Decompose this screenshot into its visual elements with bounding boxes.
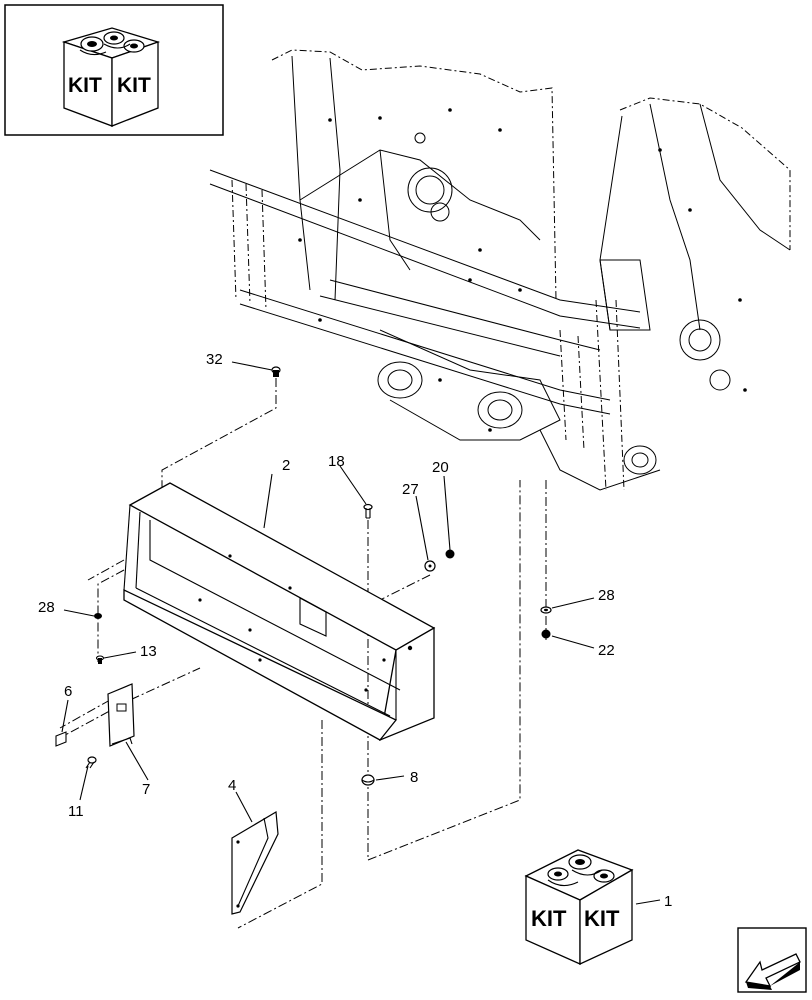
callout-32: 32 xyxy=(206,351,223,368)
kit-label-right-large: KIT xyxy=(584,906,620,931)
callout-4: 4 xyxy=(228,777,236,794)
bolt-part-32 xyxy=(271,366,281,377)
bracket-part-4 xyxy=(231,811,279,915)
washer-part-27 xyxy=(424,560,436,572)
nut-part-20 xyxy=(445,549,455,559)
nut-part-22 xyxy=(541,629,551,639)
kit-box-icon: KIT KIT xyxy=(61,27,161,127)
callout-11: 11 xyxy=(68,803,84,820)
kit-label-left-large: KIT xyxy=(531,906,567,931)
bolt-part-13 xyxy=(95,655,105,664)
shield-part-2 xyxy=(123,482,436,742)
callout-13: 13 xyxy=(140,643,157,660)
callout-labels: 1 2 4 6 7 8 11 13 18 20 22 27 28 28 32 xyxy=(38,351,672,910)
callout-22: 22 xyxy=(598,642,615,659)
kit-box-icon: KIT KIT xyxy=(524,849,634,966)
grommet-part-8 xyxy=(361,774,375,786)
callout-28-left: 28 xyxy=(38,599,55,616)
callout-8: 8 xyxy=(410,769,418,786)
baler-frame-assembly xyxy=(209,49,791,491)
callout-2: 2 xyxy=(282,457,290,474)
callout-18: 18 xyxy=(328,453,345,470)
washer-part-28-right xyxy=(540,606,552,614)
kit-label-right: KIT xyxy=(117,74,151,97)
bolt-part-11 xyxy=(85,756,97,769)
assembly-centerlines xyxy=(55,378,547,929)
kit-inset-panel: KIT KIT xyxy=(4,4,224,136)
leader-lines xyxy=(61,361,661,905)
kit-label-left: KIT xyxy=(68,74,102,97)
washer-part-28-left xyxy=(94,613,102,619)
plate-part-7 xyxy=(107,683,135,747)
bolt-part-18 xyxy=(363,503,373,519)
callout-28-right: 28 xyxy=(598,587,615,604)
callout-7: 7 xyxy=(142,781,150,798)
view-direction-arrow-icon xyxy=(737,927,807,993)
callout-1: 1 xyxy=(664,893,672,910)
callout-20: 20 xyxy=(432,459,449,476)
decal-part-6 xyxy=(55,731,67,747)
callout-6: 6 xyxy=(64,683,72,700)
callout-27: 27 xyxy=(402,481,419,498)
